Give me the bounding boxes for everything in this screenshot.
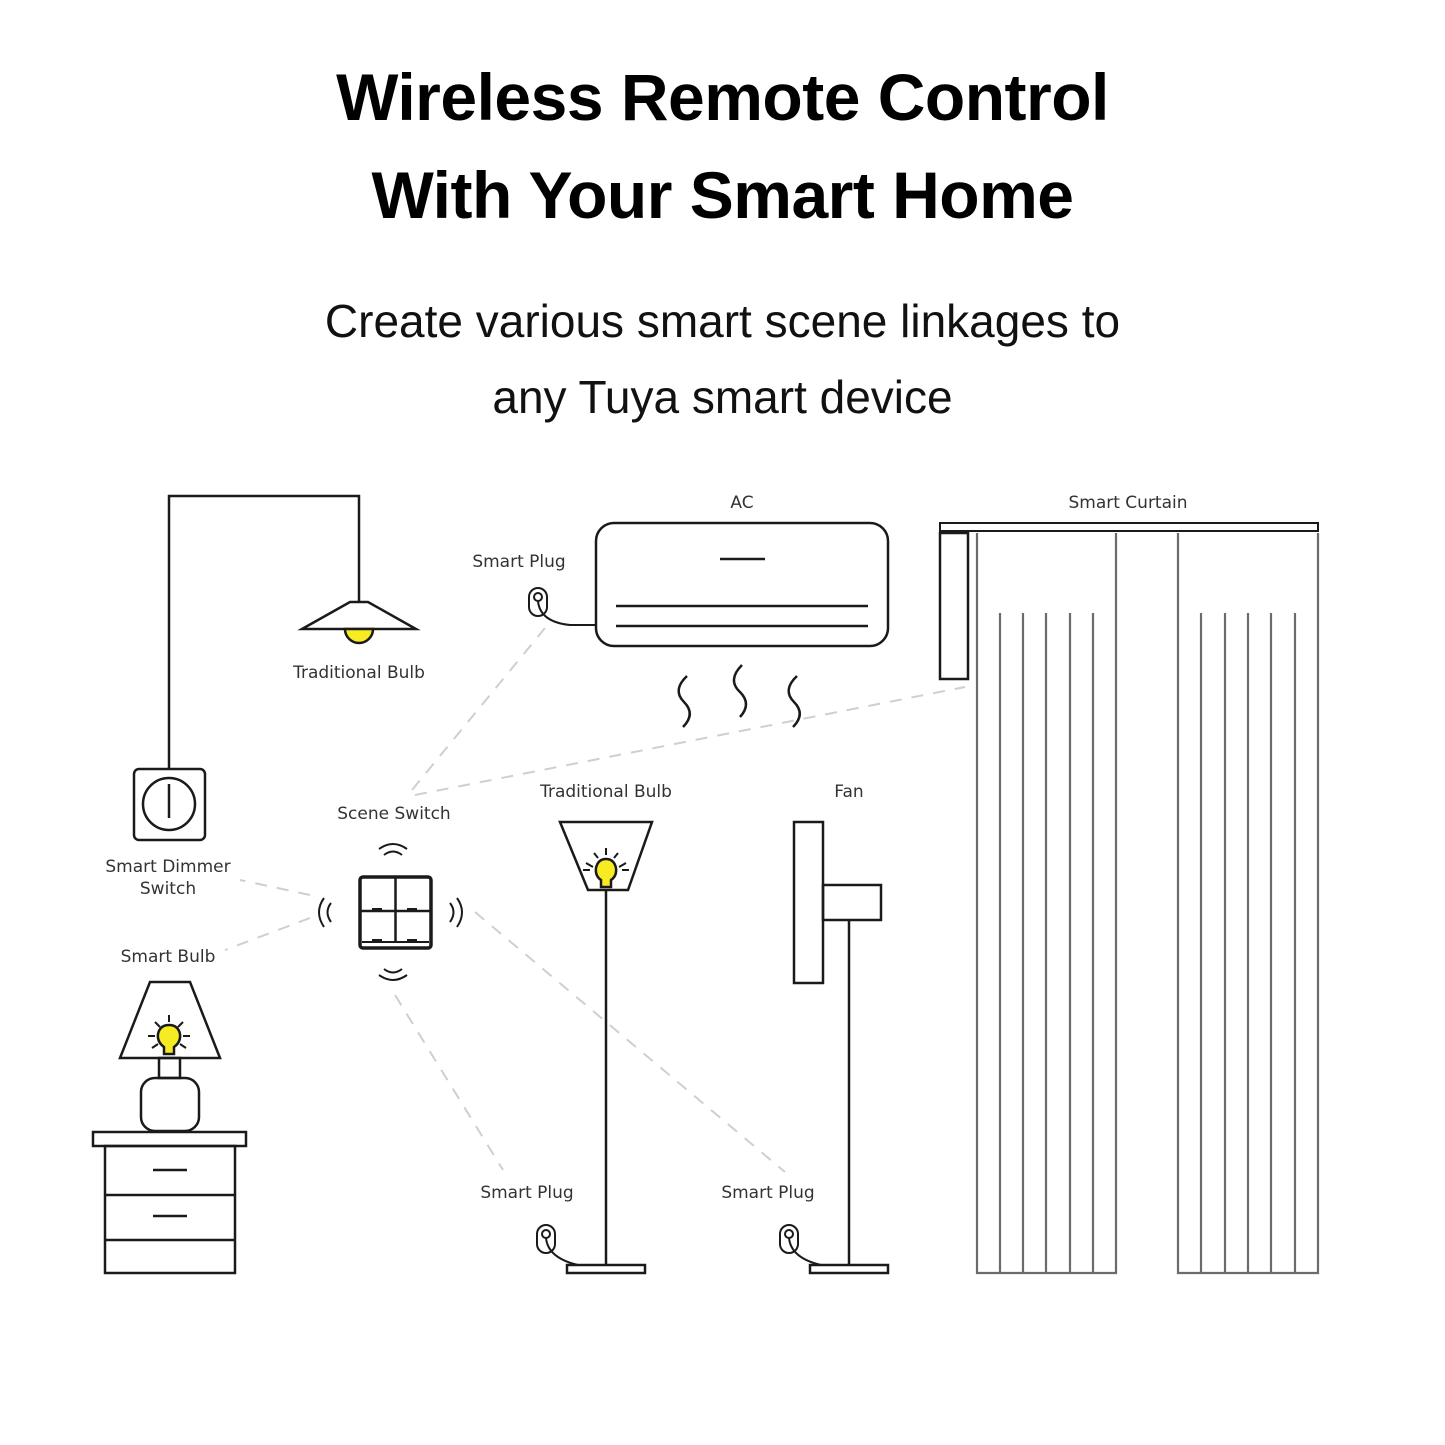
label-scene-switch: Scene Switch <box>337 804 450 824</box>
page-title-line-1: Wireless Remote Control <box>336 60 1109 134</box>
label-smart-curtain: Smart Curtain <box>1068 493 1187 513</box>
ac-unit-icon <box>594 521 890 728</box>
page-title-line-2: With Your Smart Home <box>371 158 1074 232</box>
label-traditional-bulb-pendant: Traditional Bulb <box>292 663 425 683</box>
smart-plug-icon <box>779 1224 822 1266</box>
pendant-lamp-icon <box>167 494 421 770</box>
link-to-fan-plug <box>474 911 786 1173</box>
label-smart-plug-ac: Smart Plug <box>472 552 565 572</box>
fan-icon <box>792 820 890 1275</box>
nightstand-icon <box>91 1130 248 1275</box>
connection-lines <box>224 627 966 1173</box>
link-to-curtain <box>414 686 966 796</box>
curtain-icon <box>938 522 1320 1275</box>
link-to-floor-lamp-plug <box>394 994 504 1171</box>
label-fan: Fan <box>834 782 863 802</box>
scene-switch-icon[interactable] <box>358 875 433 950</box>
label-smart-plug-fan: Smart Plug <box>721 1183 814 1203</box>
label-smart-bulb: Smart Bulb <box>121 947 216 967</box>
dimmer-switch-icon <box>132 767 207 842</box>
subtitle-line-2: any Tuya smart device <box>492 371 953 423</box>
label-smart-dimmer-line-2: Switch <box>140 879 196 899</box>
label-smart-plug-floor-lamp: Smart Plug <box>480 1183 573 1203</box>
link-to-dimmer <box>239 879 311 896</box>
smart-plug-icon <box>536 1224 579 1266</box>
subtitle-line-1: Create various smart scene linkages to <box>324 295 1121 347</box>
smart-plug-icon <box>528 587 597 626</box>
label-traditional-bulb-floor: Traditional Bulb <box>539 782 672 802</box>
floor-lamp-icon <box>558 820 654 1275</box>
table-lamp-icon <box>118 980 222 1133</box>
wifi-signal-icon <box>318 843 463 981</box>
link-to-ac-plug <box>411 627 546 791</box>
link-to-smart-bulb <box>224 917 311 951</box>
label-smart-dimmer-line-1: Smart Dimmer <box>105 857 230 877</box>
label-ac: AC <box>730 493 753 513</box>
